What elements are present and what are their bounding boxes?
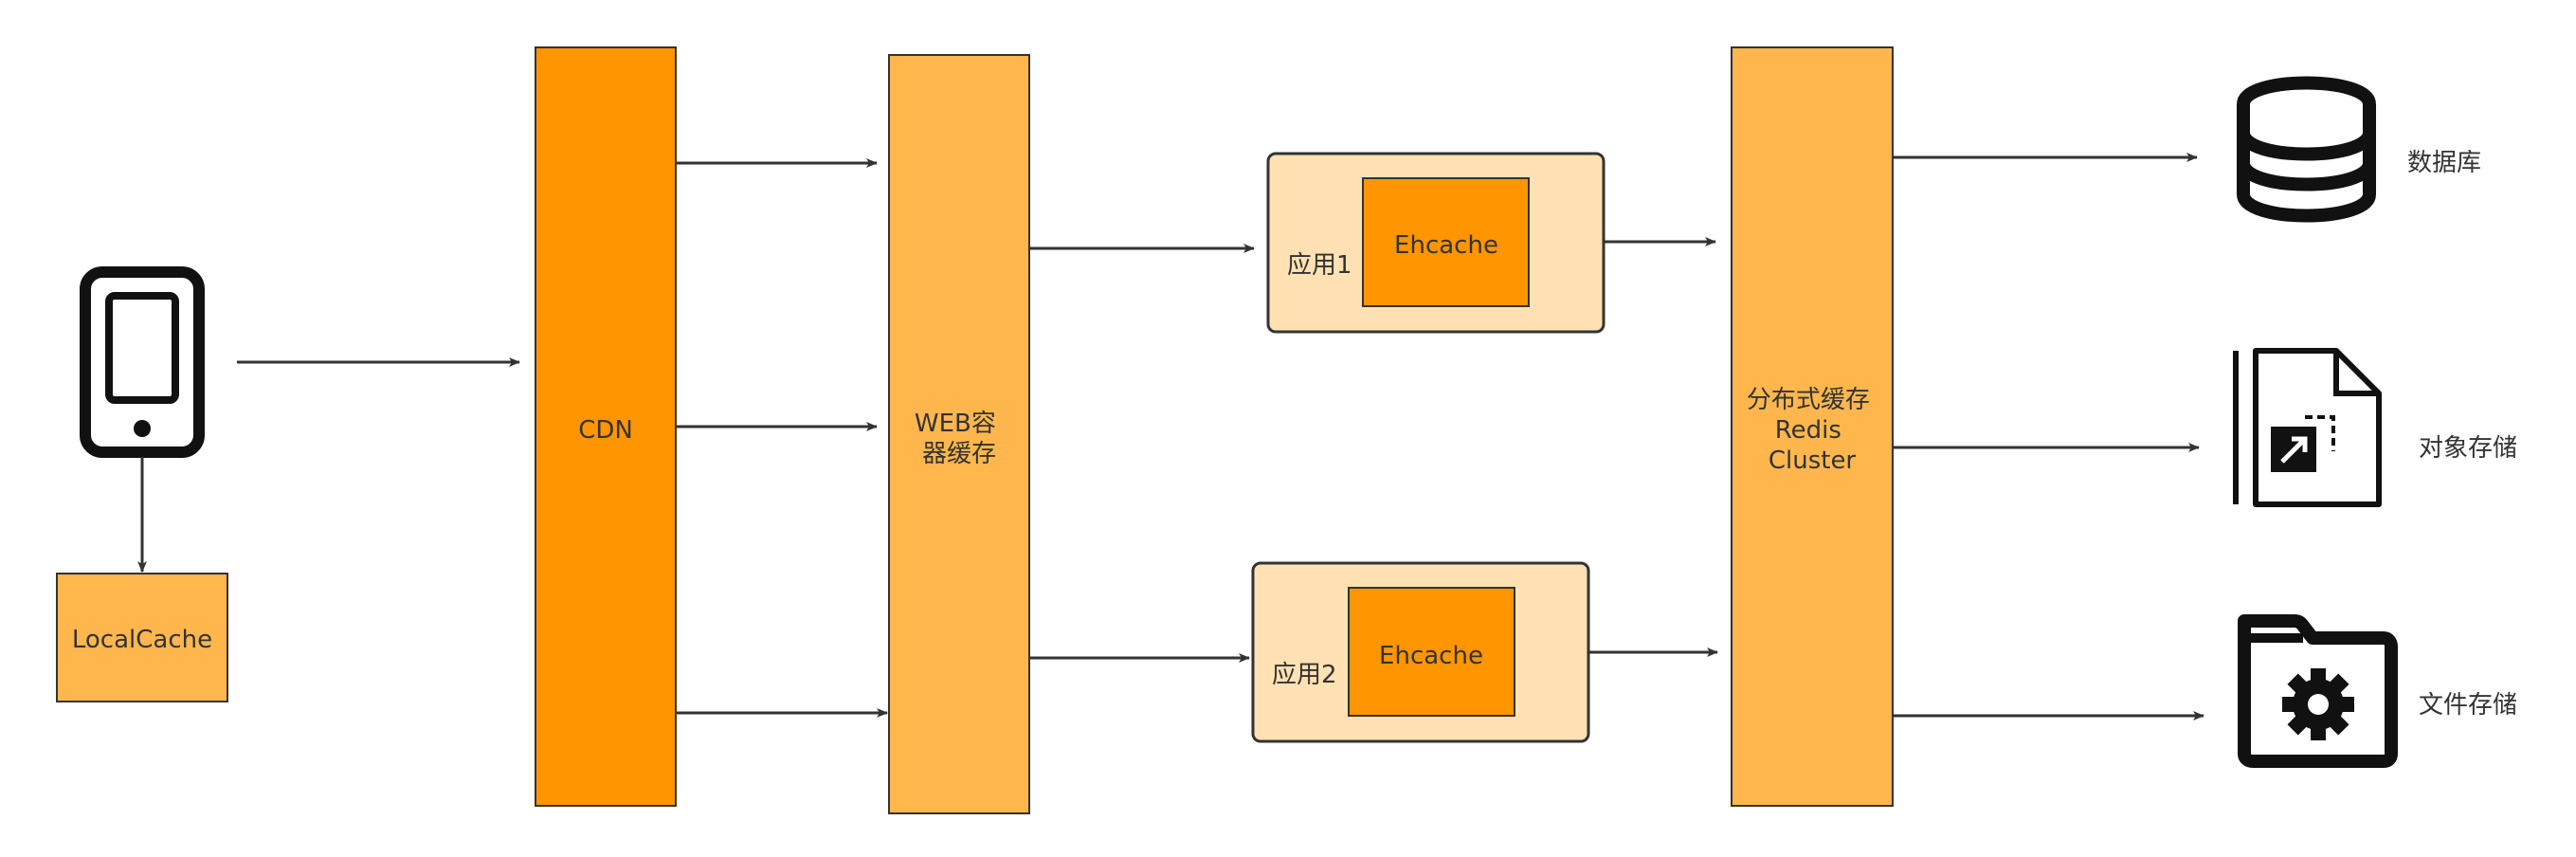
local-cache-label: LocalCache bbox=[72, 626, 212, 654]
distributed-cache-label-line-1: 分布式缓存 bbox=[1747, 386, 1870, 414]
cdn-box: CDN bbox=[535, 46, 677, 807]
file-storage-label: 文件存储 bbox=[2419, 691, 2517, 720]
database-label: 数据库 bbox=[2407, 149, 2481, 177]
cdn-label: CDN bbox=[578, 416, 633, 445]
file-storage-icon bbox=[2238, 614, 2398, 768]
app1-box: 应用1 Ehcache bbox=[1266, 152, 1605, 334]
distributed-cache-label-line-2: Redis bbox=[1775, 416, 1841, 445]
distributed-cache-label-line-3: Cluster bbox=[1769, 447, 1857, 475]
app2-ehcache-label: Ehcache bbox=[1379, 642, 1483, 670]
app2-label: 应用2 bbox=[1272, 661, 1337, 689]
app1-label: 应用1 bbox=[1287, 251, 1352, 280]
web-cache-box: WEB容 器缓存 bbox=[888, 54, 1030, 814]
connector-arrows bbox=[137, 153, 2204, 720]
web-cache-label: WEB容 器缓存 bbox=[915, 410, 1004, 468]
object-storage-icon bbox=[2233, 348, 2382, 507]
web-cache-label-line-2: 器缓存 bbox=[922, 440, 996, 468]
app1-ehcache-box bbox=[1362, 177, 1530, 307]
app2-ehcache-box bbox=[1348, 587, 1515, 717]
distributed-cache-box: 分布式缓存 Redis Cluster bbox=[1731, 46, 1894, 807]
mobile-phone-icon bbox=[80, 266, 205, 458]
app2-box: 应用2 Ehcache bbox=[1251, 561, 1590, 743]
app1-ehcache-label: Ehcache bbox=[1394, 231, 1498, 260]
web-cache-label-line-1: WEB容 bbox=[915, 410, 996, 438]
database-icon bbox=[2237, 76, 2376, 223]
local-cache-box: LocalCache bbox=[56, 573, 228, 702]
object-storage-label: 对象存储 bbox=[2419, 434, 2517, 463]
distributed-cache-label: 分布式缓存 Redis Cluster bbox=[1747, 386, 1878, 475]
